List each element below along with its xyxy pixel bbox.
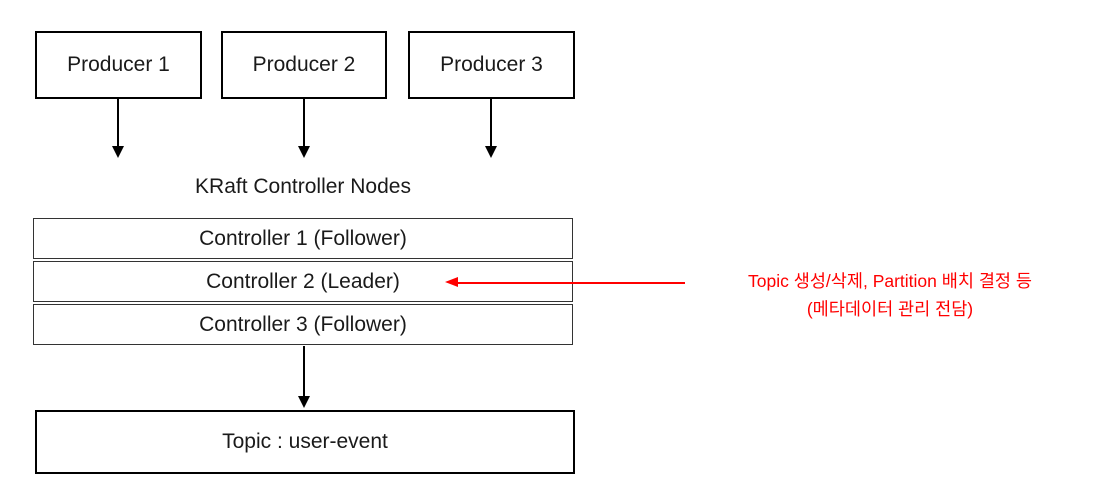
controller-1-follower-row: Controller 1 (Follower) xyxy=(33,218,573,259)
topic-label: Topic : user-event xyxy=(222,430,388,453)
arrow-producer-3-to-controllers-icon xyxy=(485,99,497,158)
leader-role-annotation: Topic 생성/삭제, Partition 배치 결정 등 (메타데이터 관리… xyxy=(690,267,1090,323)
arrow-head-down-icon xyxy=(112,146,124,158)
controller-3-follower-row: Controller 3 (Follower) xyxy=(33,304,573,345)
topic-box: Topic : user-event xyxy=(35,410,575,474)
controller-2-label: Controller 2 (Leader) xyxy=(206,269,400,293)
controller-3-label: Controller 3 (Follower) xyxy=(199,312,407,336)
controller-group-title: KRaft Controller Nodes xyxy=(195,175,411,198)
arrow-shaft xyxy=(117,99,119,147)
producer-1-label: Producer 1 xyxy=(67,53,170,76)
producer-3-label: Producer 3 xyxy=(440,53,543,76)
annotation-line-1: Topic 생성/삭제, Partition 배치 결정 등 xyxy=(748,271,1032,291)
annotation-line-2: (메타데이터 관리 전담) xyxy=(806,299,974,319)
annotation-pointer-arrow-icon xyxy=(445,277,685,288)
producer-2-label: Producer 2 xyxy=(252,53,356,76)
producer-2-box: Producer 2 xyxy=(221,31,387,99)
arrow-head-down-icon xyxy=(485,146,497,158)
arrow-shaft xyxy=(456,281,685,284)
arrow-head-down-icon xyxy=(298,396,310,408)
arrow-controllers-to-topic-icon xyxy=(298,346,310,408)
arrow-shaft xyxy=(490,99,492,147)
controller-stack: Controller 1 (Follower) Controller 2 (Le… xyxy=(33,218,573,345)
arrow-producer-2-to-controllers-icon xyxy=(298,99,310,158)
arrow-producer-1-to-controllers-icon xyxy=(112,99,124,158)
arrow-head-left-icon xyxy=(445,277,458,287)
producer-1-box: Producer 1 xyxy=(35,31,202,99)
producer-3-box: Producer 3 xyxy=(408,31,575,99)
controller-1-label: Controller 1 (Follower) xyxy=(199,226,407,250)
arrow-head-down-icon xyxy=(298,146,310,158)
arrow-shaft xyxy=(303,99,305,147)
arrow-shaft xyxy=(303,346,305,397)
